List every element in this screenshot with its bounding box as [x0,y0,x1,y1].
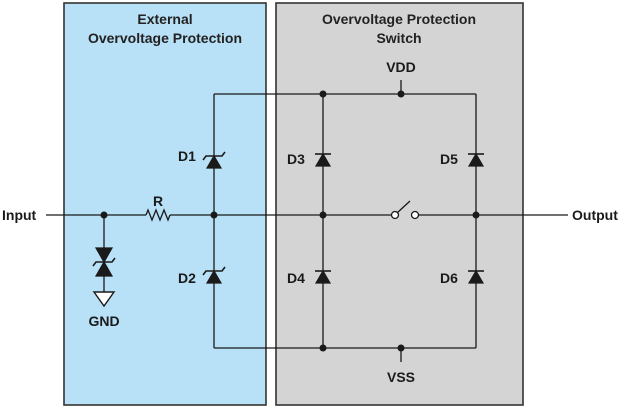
switch-symbol [390,200,420,220]
d3-diode-symbol [314,152,332,167]
d4-label: D4 [287,270,305,286]
d2-zener-diode-symbol [202,266,226,284]
d1-label: D1 [178,148,196,164]
resistor-symbol [145,208,171,222]
gnd-label: GND [88,313,119,329]
vdd-label: VDD [386,59,416,75]
d3-label: D3 [287,151,305,167]
d6-label: D6 [440,270,458,286]
resistor-label: R [153,193,163,209]
d4-diode-symbol [314,269,332,284]
input-label: Input [2,207,37,223]
external-panel-title-line2: Overvoltage Protection [88,30,242,46]
ground-icon [92,291,116,308]
tvs-zener-symbol [92,247,116,277]
d6-diode-symbol [467,269,485,284]
external-protection-panel [63,2,267,406]
d5-label: D5 [440,151,458,167]
junction-dots [100,90,480,352]
output-label: Output [572,207,618,223]
d5-diode-symbol [467,152,485,167]
protection-switch-panel [275,2,524,406]
switch-panel-title-line1: Overvoltage Protection [322,11,476,27]
wiring [46,80,568,362]
switch-panel-title-line2: Switch [376,30,421,46]
d1-zener-diode-symbol [202,151,226,169]
external-panel-title-line1: External [137,11,192,27]
vss-label: VSS [387,369,415,385]
d2-label: D2 [178,270,196,286]
